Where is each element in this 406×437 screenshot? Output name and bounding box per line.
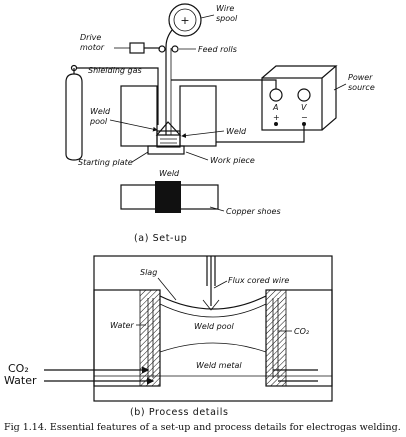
process-caption: (b) Process details <box>130 407 229 418</box>
figure-caption: Fig 1.14. Essential features of a set-up… <box>4 422 401 433</box>
solidification-front <box>159 342 267 353</box>
gas-hose <box>77 67 159 125</box>
starting-plate <box>147 145 185 155</box>
starting-plate-leader <box>131 151 149 163</box>
weld-pool-region <box>155 121 182 148</box>
weld-bottom-label: Weld <box>159 169 180 178</box>
cable-to-wire <box>171 79 277 89</box>
weld-pool-leader <box>109 119 158 132</box>
power-source-label-2: source <box>348 83 375 92</box>
gas-cylinder-icon <box>65 64 83 161</box>
water-inlet-label: Water <box>4 374 37 387</box>
flux-cored-wire-leader <box>213 280 228 289</box>
starting-plate-label: Starting plate <box>78 158 133 167</box>
weld-right-leader <box>181 130 225 138</box>
work-piece-label: Work piece <box>210 156 255 165</box>
work-piece-leader <box>185 151 209 161</box>
slag-layer <box>159 295 267 310</box>
feed-rolls-icon <box>158 45 179 53</box>
weld-right-label: Weld <box>226 127 247 136</box>
setup-caption: (a) Set-up <box>134 233 187 244</box>
weld-metal-label: Weld metal <box>196 361 242 370</box>
minus-terminal-label: − <box>301 113 308 122</box>
copper-shoe-right <box>179 85 217 147</box>
slag-leader <box>157 277 177 301</box>
meter-a-label: A <box>272 103 278 112</box>
co2-right-label: CO₂ <box>294 327 310 336</box>
weld-pool-surface <box>159 303 267 318</box>
process-weld-pool-label: Weld pool <box>194 322 235 331</box>
slag-label: Slag <box>140 268 157 277</box>
drive-motor-label-2: motor <box>80 43 105 52</box>
copper-shoes-label: Copper shoes <box>226 207 281 216</box>
setup-diagram: + Wire spool Drive motor Feed rolls Shie… <box>65 3 375 244</box>
weld-section <box>155 181 181 213</box>
plus-terminal-label: + <box>273 113 280 122</box>
wire-spool-icon: + <box>168 3 202 37</box>
cable-to-workpiece <box>216 124 305 143</box>
left-copper-shoe <box>93 289 161 387</box>
power-source-label-1: Power <box>348 73 373 82</box>
right-copper-shoe <box>265 289 333 387</box>
water-inner-label: Water <box>110 321 134 330</box>
flux-cored-wire-label: Flux cored wire <box>228 276 289 285</box>
svg-text:+: + <box>180 14 189 27</box>
drive-motor-box <box>129 42 145 54</box>
flux-cored-wire <box>202 256 220 311</box>
meter-v-label: V <box>301 103 307 112</box>
power-source-leader <box>333 83 347 91</box>
shielding-gas-label: Shielding gas <box>88 66 142 75</box>
weld-pool-label-2: pool <box>89 117 108 126</box>
copper-shoes-leader <box>209 206 225 212</box>
wire-from-spool <box>165 29 173 49</box>
wire-spool-label-1: Wire <box>216 4 234 13</box>
co2-inlet-label: CO₂ <box>8 362 29 375</box>
weld-pool-label-1: Weld <box>90 107 111 116</box>
drive-motor-label-1: Drive <box>80 33 101 42</box>
feed-rolls-label: Feed rolls <box>198 45 237 54</box>
process-diagram: Slag Flux cored wire Water Weld pool CO₂… <box>4 255 333 418</box>
copper-shoe-left <box>120 85 158 147</box>
wire-spool-label-2: spool <box>216 14 238 23</box>
wire-spool-leader <box>200 14 215 19</box>
